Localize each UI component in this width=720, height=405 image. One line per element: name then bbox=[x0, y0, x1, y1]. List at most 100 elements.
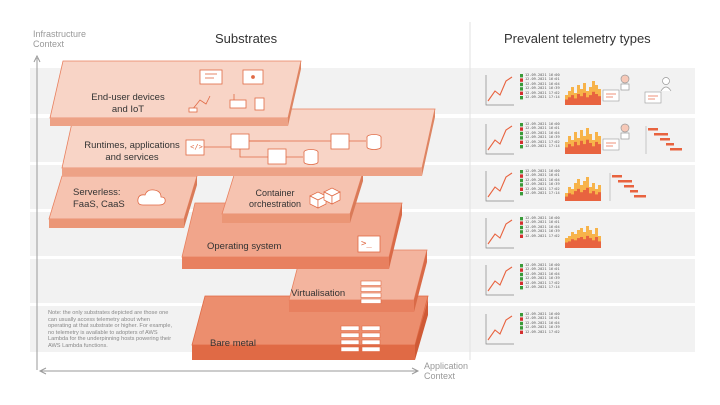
database-icon-2 bbox=[366, 134, 382, 150]
log-line: 12.09.2021 16:04 bbox=[525, 81, 560, 86]
log-line: 12.09.2021 16:01 bbox=[525, 173, 560, 178]
robot-icon bbox=[620, 74, 630, 84]
log-status-marker bbox=[520, 170, 523, 174]
service-flow bbox=[185, 133, 382, 165]
heatmap-bar-core bbox=[565, 147, 568, 154]
end-user-devices-label: End-user devices and IoT bbox=[91, 92, 165, 115]
heatmap-bar-core bbox=[583, 190, 586, 201]
heatmap-bar-core bbox=[568, 97, 571, 105]
heatmap-bar-core bbox=[586, 97, 589, 105]
terminal-prompt: >_ bbox=[361, 239, 372, 249]
heatmap-bar-core bbox=[574, 191, 577, 201]
log-status-marker bbox=[520, 178, 523, 183]
substrates-header: Substrates bbox=[215, 31, 278, 46]
log-status-marker bbox=[520, 82, 523, 87]
log-line: 12.09.2021 16:01 bbox=[525, 77, 560, 82]
log-status-marker bbox=[520, 187, 523, 191]
metric-chart-axes bbox=[485, 218, 514, 249]
log-status-marker bbox=[520, 221, 523, 225]
metric-chart-axes bbox=[485, 75, 514, 106]
log-line: 12.09.2021 16:01 bbox=[525, 267, 560, 272]
trace-span bbox=[660, 138, 670, 141]
server-rack-icon bbox=[340, 325, 381, 352]
metric-chart-line bbox=[487, 76, 513, 102]
metric-chart-axes bbox=[485, 314, 514, 345]
log-line: 12.09.2021 17:14 bbox=[525, 285, 560, 290]
heatmap-bar-core bbox=[580, 140, 583, 154]
heatmap-bar-core bbox=[586, 235, 589, 248]
horizontal-axis-arrowhead-right bbox=[411, 367, 420, 375]
log-status-marker bbox=[520, 87, 523, 91]
container-cubes-icon bbox=[309, 187, 341, 209]
log-status-marker bbox=[520, 96, 523, 100]
heatmap-bar-core bbox=[589, 143, 592, 154]
device-icons bbox=[188, 69, 265, 113]
log-line: 12.09.2021 17:02 bbox=[525, 90, 560, 95]
log-line: 12.09.2021 17:02 bbox=[525, 329, 560, 334]
log-line: 12.09.2021 17:14 bbox=[525, 191, 560, 196]
heatmap-bar-core bbox=[589, 95, 592, 105]
heatmap-bar-core bbox=[574, 141, 577, 154]
trace-span bbox=[654, 133, 668, 136]
metric-chart-line bbox=[487, 219, 513, 245]
log-status-marker bbox=[520, 174, 523, 178]
log-line: 12.09.2021 16:00 bbox=[525, 122, 560, 126]
heatmap-bar-core bbox=[583, 239, 586, 248]
footnote: Note: the only substrates depicted are t… bbox=[48, 310, 173, 349]
log-line: 12.09.2021 16:00 bbox=[525, 73, 560, 77]
heatmap-bar-core bbox=[577, 238, 580, 248]
heatmap-bar-core bbox=[595, 237, 598, 248]
log-line: 12.09.2021 16:04 bbox=[525, 130, 560, 135]
database-icon-1 bbox=[303, 149, 319, 165]
heatmap-bar-core bbox=[571, 239, 574, 248]
service-box-3 bbox=[330, 133, 350, 150]
heatmap-bar-core bbox=[580, 192, 583, 201]
runtimes-label: Runtimes, applications and services bbox=[84, 140, 180, 163]
log-line: 12.09.2021 16:04 bbox=[525, 320, 560, 325]
log-status-marker bbox=[520, 317, 523, 321]
form-panel-icon bbox=[602, 138, 620, 151]
application-context-label: Application Context bbox=[424, 361, 469, 381]
log-line: 12.09.2021 16:39 bbox=[525, 229, 560, 234]
log-status-marker bbox=[520, 268, 523, 272]
tablet-icon bbox=[254, 97, 265, 111]
log-status-marker bbox=[520, 131, 523, 136]
trace-span bbox=[618, 180, 632, 183]
heatmap-bar-core bbox=[571, 146, 574, 154]
bare-metal-label: Bare metal bbox=[210, 338, 256, 349]
telemetry-header: Prevalent telemetry types bbox=[504, 31, 651, 46]
user-icon bbox=[662, 77, 670, 85]
robot-icon-body bbox=[620, 83, 630, 91]
log-status-marker bbox=[520, 74, 523, 78]
log-status-marker bbox=[520, 230, 523, 234]
heatmap-bar-core bbox=[571, 194, 574, 201]
log-status-marker bbox=[520, 136, 523, 140]
infrastructure-context-label: Infrastructure Context bbox=[33, 29, 87, 49]
heatmap-bar-core bbox=[586, 139, 589, 154]
log-status-marker bbox=[520, 145, 523, 149]
heatmap-bar-core bbox=[592, 91, 595, 105]
metric-chart-axes bbox=[485, 124, 514, 155]
log-status-marker bbox=[520, 272, 523, 277]
heatmap-bar-core bbox=[592, 240, 595, 248]
log-status-marker bbox=[520, 330, 523, 334]
log-line: 12.09.2021 16:04 bbox=[525, 224, 560, 229]
log-line: 12.09.2021 17:02 bbox=[525, 186, 560, 191]
log-line: 12.09.2021 17:14 bbox=[525, 144, 560, 149]
heatmap-bar-core bbox=[565, 196, 568, 201]
heatmap-bar-core bbox=[583, 144, 586, 154]
container-orchestration-label: Container orchestration bbox=[248, 188, 302, 209]
metric-chart-line bbox=[487, 125, 513, 151]
metric-chart-line bbox=[487, 315, 513, 341]
log-line: 12.09.2021 16:04 bbox=[525, 177, 560, 182]
heatmap-bar-core bbox=[595, 94, 598, 105]
heatmap-bar-core bbox=[598, 96, 601, 105]
router-icon bbox=[229, 99, 247, 109]
user-icon-body bbox=[660, 86, 672, 92]
heatmap-bar-core bbox=[598, 144, 601, 154]
heatmap-bar-core bbox=[577, 188, 580, 201]
log-line: 12.09.2021 16:00 bbox=[525, 216, 560, 220]
